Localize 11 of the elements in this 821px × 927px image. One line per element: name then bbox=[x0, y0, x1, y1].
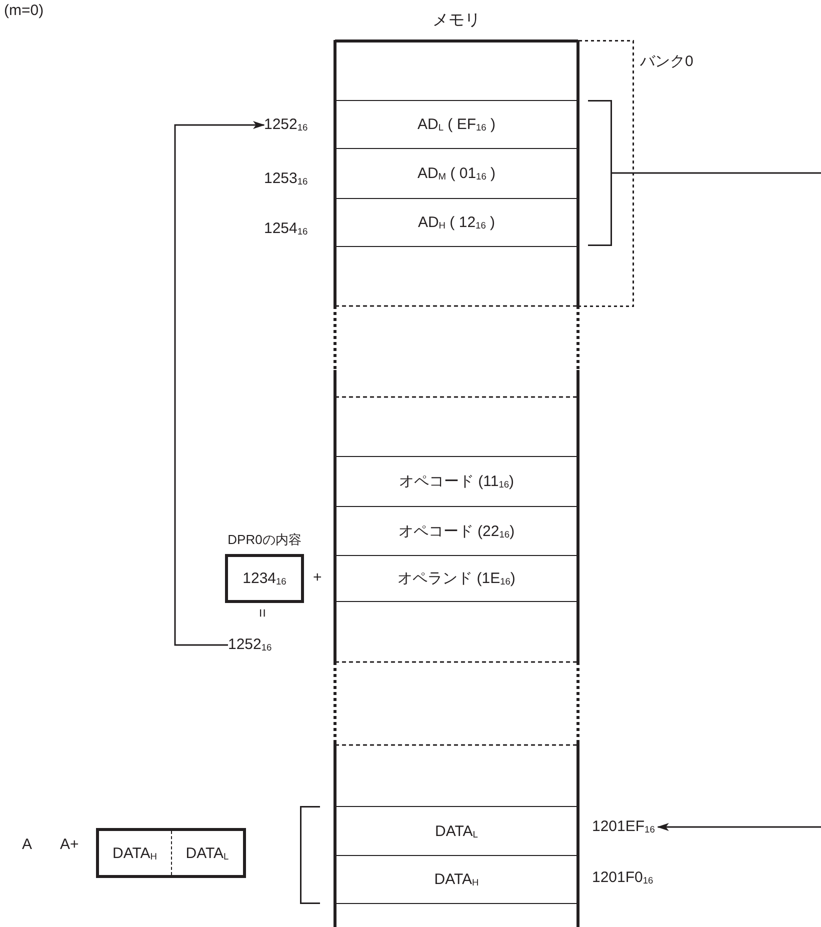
text-label: バンク0 bbox=[640, 53, 694, 71]
text-label: A bbox=[22, 836, 32, 854]
equals-sign: = bbox=[252, 608, 270, 618]
connector-arrow bbox=[656, 823, 821, 831]
connector-arrow bbox=[174, 121, 265, 646]
register-heading: DPR0の内容 bbox=[226, 531, 302, 549]
data-word-box bbox=[96, 828, 246, 878]
column-heading: メモリ bbox=[432, 11, 482, 31]
text-label: (m=0) bbox=[4, 2, 44, 20]
text-label: + bbox=[313, 569, 322, 587]
text-label: A+ bbox=[60, 836, 79, 854]
